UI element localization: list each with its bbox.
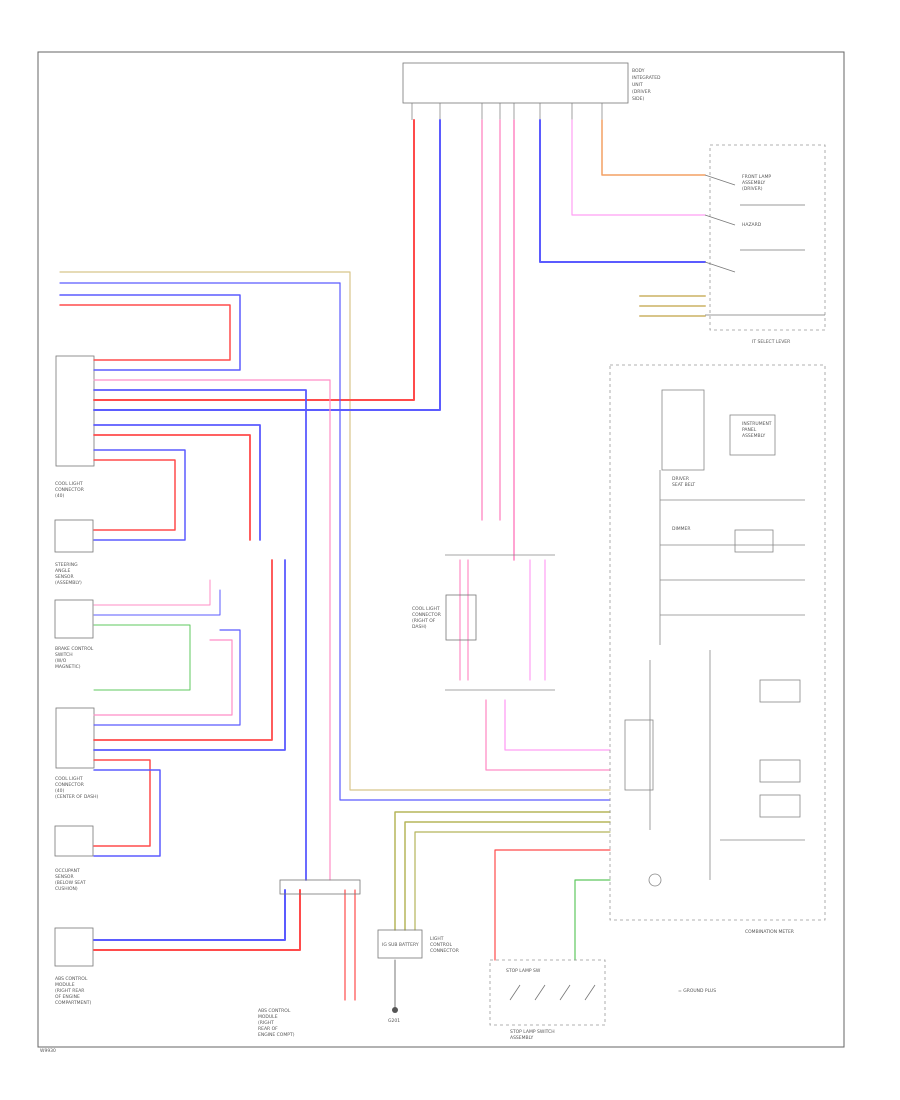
- diagram-frame: [37, 51, 845, 1048]
- svg-text:(BELOW SEAT: (BELOW SEAT: [55, 880, 86, 886]
- hazard-label: HAZARD: [742, 222, 762, 228]
- front-lamp-switch-label: FRONT LAMP: [742, 174, 771, 180]
- svg-text:OCCUPANT: OCCUPANT: [55, 868, 80, 874]
- main-control-unit-box: [402, 62, 629, 104]
- svg-text:UNIT: UNIT: [632, 82, 643, 88]
- center-joint-connector: COOL LIGHT CONNECTOR (RIGHT OF DASH): [412, 554, 555, 691]
- combination-meter-box: [609, 364, 826, 921]
- wire-bundle: [59, 119, 706, 1011]
- svg-text:SEAT BELT: SEAT BELT: [672, 482, 695, 488]
- light-connector-label: LIGHT: [430, 936, 444, 942]
- svg-text:CUSHION): CUSHION): [55, 886, 78, 892]
- svg-text:MODULE: MODULE: [258, 1014, 278, 1020]
- ig-sub-label: IG SUB BATTERY: [382, 942, 419, 948]
- lamp-assembly-ref: IT SELECT LEVER: [752, 339, 790, 345]
- svg-text:COOL LIGHT: COOL LIGHT: [55, 481, 83, 487]
- svg-text:(RIGHT: (RIGHT: [258, 1020, 274, 1026]
- svg-text:COOL LIGHT: COOL LIGHT: [412, 606, 440, 612]
- svg-text:SENSOR: SENSOR: [55, 574, 74, 580]
- svg-text:(40): (40): [55, 493, 64, 499]
- svg-text:(RIGHT REAR: (RIGHT REAR: [55, 988, 84, 994]
- ground-symbol: [392, 1007, 398, 1013]
- svg-text:ENGINE COMPT): ENGINE COMPT): [258, 1032, 295, 1038]
- svg-text:(DRIVER): (DRIVER): [742, 186, 763, 192]
- svg-text:MODULE: MODULE: [55, 982, 75, 988]
- svg-text:ASSEMBLY: ASSEMBLY: [510, 1035, 534, 1041]
- svg-text:SIDE): SIDE): [632, 96, 644, 102]
- left-connector-stack-1: [55, 355, 95, 467]
- svg-text:(DRIVER: (DRIVER: [632, 89, 651, 95]
- inst-panel-label: INSTRUMENT: [742, 421, 772, 427]
- stop-lamp-contacts: [509, 984, 596, 1001]
- left-connector-stack-2: [55, 707, 95, 769]
- svg-text:CONTROL: CONTROL: [430, 942, 452, 948]
- control-unit-pins: [411, 103, 603, 120]
- svg-text:STEERING: STEERING: [55, 562, 78, 568]
- abs-module-label: ABS CONTROL: [258, 1008, 291, 1014]
- svg-text:DASH): DASH): [412, 624, 427, 630]
- svg-text:CONNECTOR: CONNECTOR: [430, 948, 459, 954]
- svg-text:(CENTER OF DASH): (CENTER OF DASH): [55, 794, 99, 800]
- svg-text:MAGNETIC): MAGNETIC): [55, 664, 81, 670]
- svg-text:REAR OF: REAR OF: [258, 1026, 278, 1032]
- svg-text:CONNECTOR: CONNECTOR: [412, 612, 441, 618]
- driver-seatbelt-label: DRIVER: [672, 476, 689, 482]
- svg-text:(ASSEMBLY): (ASSEMBLY): [55, 580, 82, 586]
- svg-text:OF ENGINE: OF ENGINE: [55, 994, 80, 1000]
- svg-text:SWITCH: SWITCH: [55, 652, 73, 658]
- svg-text:ASSEMBLY: ASSEMBLY: [742, 433, 766, 439]
- stop-lamp-switch-assy-label: STOP LAMP SWITCH: [510, 1029, 555, 1035]
- left-connector-labels: COOL LIGHT CONNECTOR (40) STEERING ANGLE…: [54, 481, 99, 1006]
- combination-meter-label: COMBINATION METER: [745, 929, 794, 935]
- g201-label: G201: [388, 1018, 400, 1024]
- lamp-switch-box: [709, 144, 826, 331]
- abs-joint-box: [279, 879, 361, 895]
- svg-text:COMPARTMENT): COMPARTMENT): [55, 1000, 91, 1006]
- svg-text:COOL LIGHT: COOL LIGHT: [55, 776, 83, 782]
- dimmer-label: DIMMER: [672, 526, 691, 532]
- lamp-switch-contacts: [704, 174, 825, 316]
- svg-text:BRAKE CONTROL: BRAKE CONTROL: [55, 646, 94, 652]
- svg-text:(RIGHT OF: (RIGHT OF: [412, 618, 436, 624]
- svg-text:(40): (40): [55, 788, 64, 794]
- main-control-unit-label: BODY: [632, 68, 645, 74]
- svg-text:INTEGRATED: INTEGRATED: [632, 75, 661, 81]
- svg-text:ANGLE: ANGLE: [55, 568, 70, 574]
- svg-text:CONNECTOR: CONNECTOR: [55, 487, 84, 493]
- combination-meter-internals: [624, 389, 805, 887]
- svg-text:CONNECTOR: CONNECTOR: [55, 782, 84, 788]
- ig-sub-battery-box: [377, 929, 423, 959]
- stop-lamp-label: STOP LAMP SW: [506, 968, 541, 974]
- svg-text:SENSOR: SENSOR: [55, 874, 74, 880]
- footer-code: W9930: [40, 1048, 56, 1054]
- ground-note: = GROUND PLUS: [678, 988, 716, 994]
- svg-text:PANEL: PANEL: [742, 427, 757, 433]
- svg-text:ABS CONTROL: ABS CONTROL: [55, 976, 88, 982]
- svg-text:ASSEMBLY: ASSEMBLY: [742, 180, 766, 186]
- svg-text:(W/O: (W/O: [55, 658, 67, 664]
